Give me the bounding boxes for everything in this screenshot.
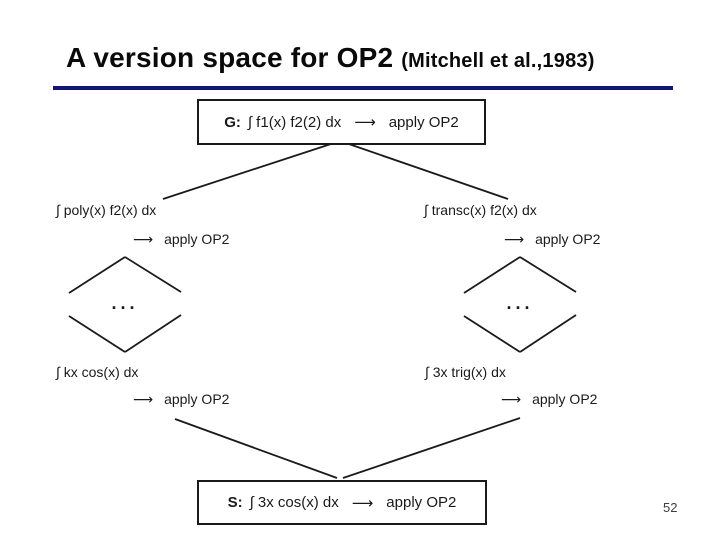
left-low-apply-row: ⟶ apply OP2 (133, 391, 229, 408)
left-low-formula: ∫ kx cos(x) dx (56, 364, 139, 380)
arrow-right-icon: ⟶ (354, 114, 376, 131)
g-node-box: G: ∫ f1(x) f2(2) dx ⟶ apply OP2 (197, 99, 486, 145)
g-node-formula: ∫ f1(x) f2(2) dx (247, 113, 342, 131)
s-node-action: apply OP2 (386, 494, 457, 511)
right-diamond-bottom-left (463, 315, 521, 353)
page-number: 52 (663, 500, 678, 515)
arrow-right-icon: ⟶ (351, 494, 374, 512)
left-low-action: apply OP2 (164, 391, 230, 407)
arrow-right-icon: ⟶ (133, 231, 154, 247)
title-rule (53, 86, 673, 90)
left-diamond-top-left (68, 256, 126, 294)
right-mid-apply-row: ⟶ apply OP2 (504, 231, 600, 248)
title-citation: (Mitchell et al.,1983) (401, 50, 595, 72)
arrow-right-icon: ⟶ (133, 391, 154, 407)
right-low-apply-row: ⟶ apply OP2 (501, 391, 597, 408)
left-diamond-top-right (124, 256, 182, 293)
edge-g-to-left-mid (162, 141, 338, 200)
s-node-label: S: (227, 494, 243, 511)
left-mid-action: apply OP2 (164, 231, 230, 247)
arrow-right-icon: ⟶ (501, 391, 522, 407)
slide-title: A version space for OP2 (Mitchell et al.… (66, 42, 595, 74)
title-text: A version space for OP2 (66, 42, 394, 73)
right-diamond-top-left (463, 256, 521, 294)
left-diamond-bottom-right (124, 314, 182, 353)
right-diamond-top-right (519, 256, 577, 293)
right-low-action: apply OP2 (532, 391, 598, 407)
right-low-formula: ∫ 3x trig(x) dx (425, 364, 506, 380)
left-diamond-bottom-left (68, 315, 126, 353)
right-mid-action: apply OP2 (535, 231, 601, 247)
right-diamond-bottom-right (519, 314, 577, 353)
s-node-formula: ∫ 3x cos(x) dx (249, 494, 339, 511)
edge-g-to-right-mid (342, 141, 509, 200)
arrow-right-icon: ⟶ (504, 231, 525, 247)
g-node-label: G: (224, 113, 241, 131)
right-ellipsis: ... (506, 293, 534, 313)
right-mid-formula: ∫ transc(x) f2(x) dx (424, 202, 537, 218)
edge-right-low-to-s (342, 417, 521, 479)
s-node-box: S: ∫ 3x cos(x) dx ⟶ apply OP2 (197, 480, 487, 525)
g-node-action: apply OP2 (388, 113, 459, 131)
left-mid-formula: ∫ poly(x) f2(x) dx (56, 202, 157, 218)
left-mid-apply-row: ⟶ apply OP2 (133, 231, 229, 248)
left-ellipsis: ... (111, 293, 139, 313)
edge-left-low-to-s (174, 418, 338, 479)
